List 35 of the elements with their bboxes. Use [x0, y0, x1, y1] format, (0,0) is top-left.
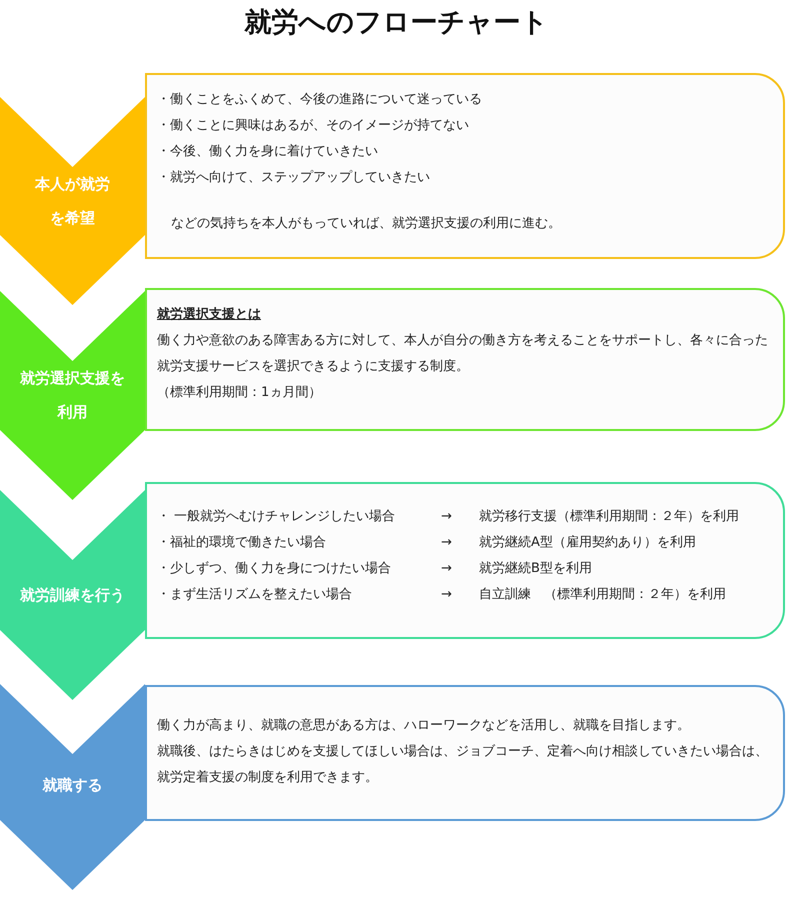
- section-heading: 就労選択支援とは: [157, 306, 262, 324]
- body-text: ・就労へ向けて、ステップアップしていきたい: [157, 169, 431, 187]
- body-text: 就職後、はたらきはじめを支援してほしい場合は、ジョブコーチ、定着へ向け相談していきたい場合は、就労定着支援の制度を利用できます。: [157, 743, 769, 787]
- case-text: ・まず生活リズムを整えたい場合: [157, 586, 353, 604]
- arrow-glyph: →: [441, 586, 453, 604]
- service-text: 就労移行支援（標準利用期間：２年）を利用: [479, 508, 740, 526]
- info-card: [145, 73, 785, 259]
- service-text: 就労継続A型（雇用契約あり）を利用: [479, 534, 697, 552]
- body-text: ・今後、働く力を身に着けていきたい: [157, 143, 379, 161]
- body-text: 働く力や意欲のある障害ある方に対して、本人が自分の働き方を考えることをサポートし、各々に合った就労支援サービスを選択できるように支援する制度。: [157, 332, 769, 376]
- body-text: などの気持ちを本人がもっていれば、就労選択支援の利用に進む。: [170, 215, 562, 233]
- info-card: [145, 685, 785, 821]
- case-text: ・ 一般就労へむけチャレンジしたい場合: [157, 508, 396, 526]
- service-text: 自立訓練 （標準利用期間：２年）を利用: [479, 586, 727, 604]
- step-panel: [0, 97, 145, 305]
- body-text: ・働くことに興味はあるが、そのイメージが持てない: [157, 117, 470, 135]
- body-text: ・働くことをふくめて、今後の進路について迷っている: [157, 91, 483, 109]
- info-card: [145, 288, 785, 431]
- step-label: 就労選択支援を利用: [18, 368, 126, 423]
- service-text: 就労継続B型を利用: [479, 560, 593, 578]
- step-label: 就職する: [41, 775, 104, 796]
- case-text: ・少しずつ、働く力を身につけたい場合: [157, 560, 392, 578]
- title: 就労へのフローチャート: [243, 6, 550, 40]
- arrow-glyph: →: [441, 560, 453, 578]
- step-panel: [0, 684, 145, 890]
- body-text: （標準利用期間：1ヵ月間）: [157, 384, 322, 402]
- body-text: 働く力が高まり、就職の意思がある方は、ハローワークなどを活用し、就職を目指します。: [157, 717, 691, 735]
- arrow-glyph: →: [441, 534, 453, 552]
- step-panel: [0, 490, 145, 700]
- info-card: [145, 482, 785, 639]
- case-text: ・福祉的環境で働きたい場合: [157, 534, 327, 552]
- step-label: 就労訓練を行う: [18, 585, 126, 606]
- step-panel: [0, 291, 145, 500]
- arrow-glyph: →: [441, 508, 453, 526]
- step-label: 本人が就労を希望: [34, 174, 111, 229]
